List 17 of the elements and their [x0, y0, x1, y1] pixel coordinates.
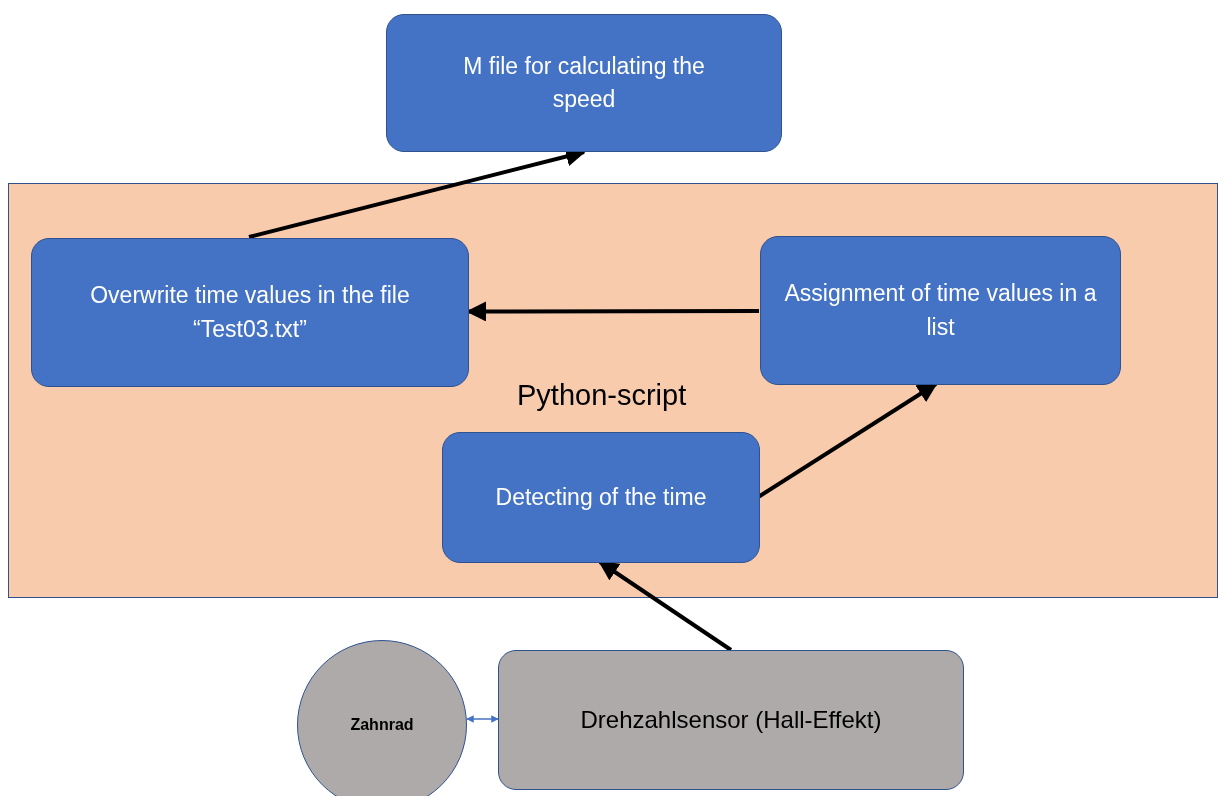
- node-label: Overwrite time values in the file “Test03.txt”: [89, 281, 411, 344]
- arrow: [466, 301, 759, 322]
- node-label: Zahnrad: [350, 715, 414, 736]
- group-title: Python-script: [517, 378, 687, 413]
- process-box: [386, 14, 782, 152]
- arrow: [466, 715, 499, 723]
- process-box: [760, 236, 1121, 385]
- arrow: [757, 382, 938, 499]
- process-box: [442, 432, 760, 563]
- node-label: Drehzahlsensor (Hall-Effekt): [580, 704, 882, 735]
- node-label: Assignment of time values in a list: [783, 279, 1098, 342]
- process-box: [31, 238, 469, 387]
- sensor-box: [498, 650, 964, 790]
- node-label: Detecting of the time: [495, 482, 707, 512]
- group-container: [8, 183, 1218, 598]
- arrow: [598, 560, 733, 652]
- node-label: M file for calculating the speed: [462, 51, 706, 114]
